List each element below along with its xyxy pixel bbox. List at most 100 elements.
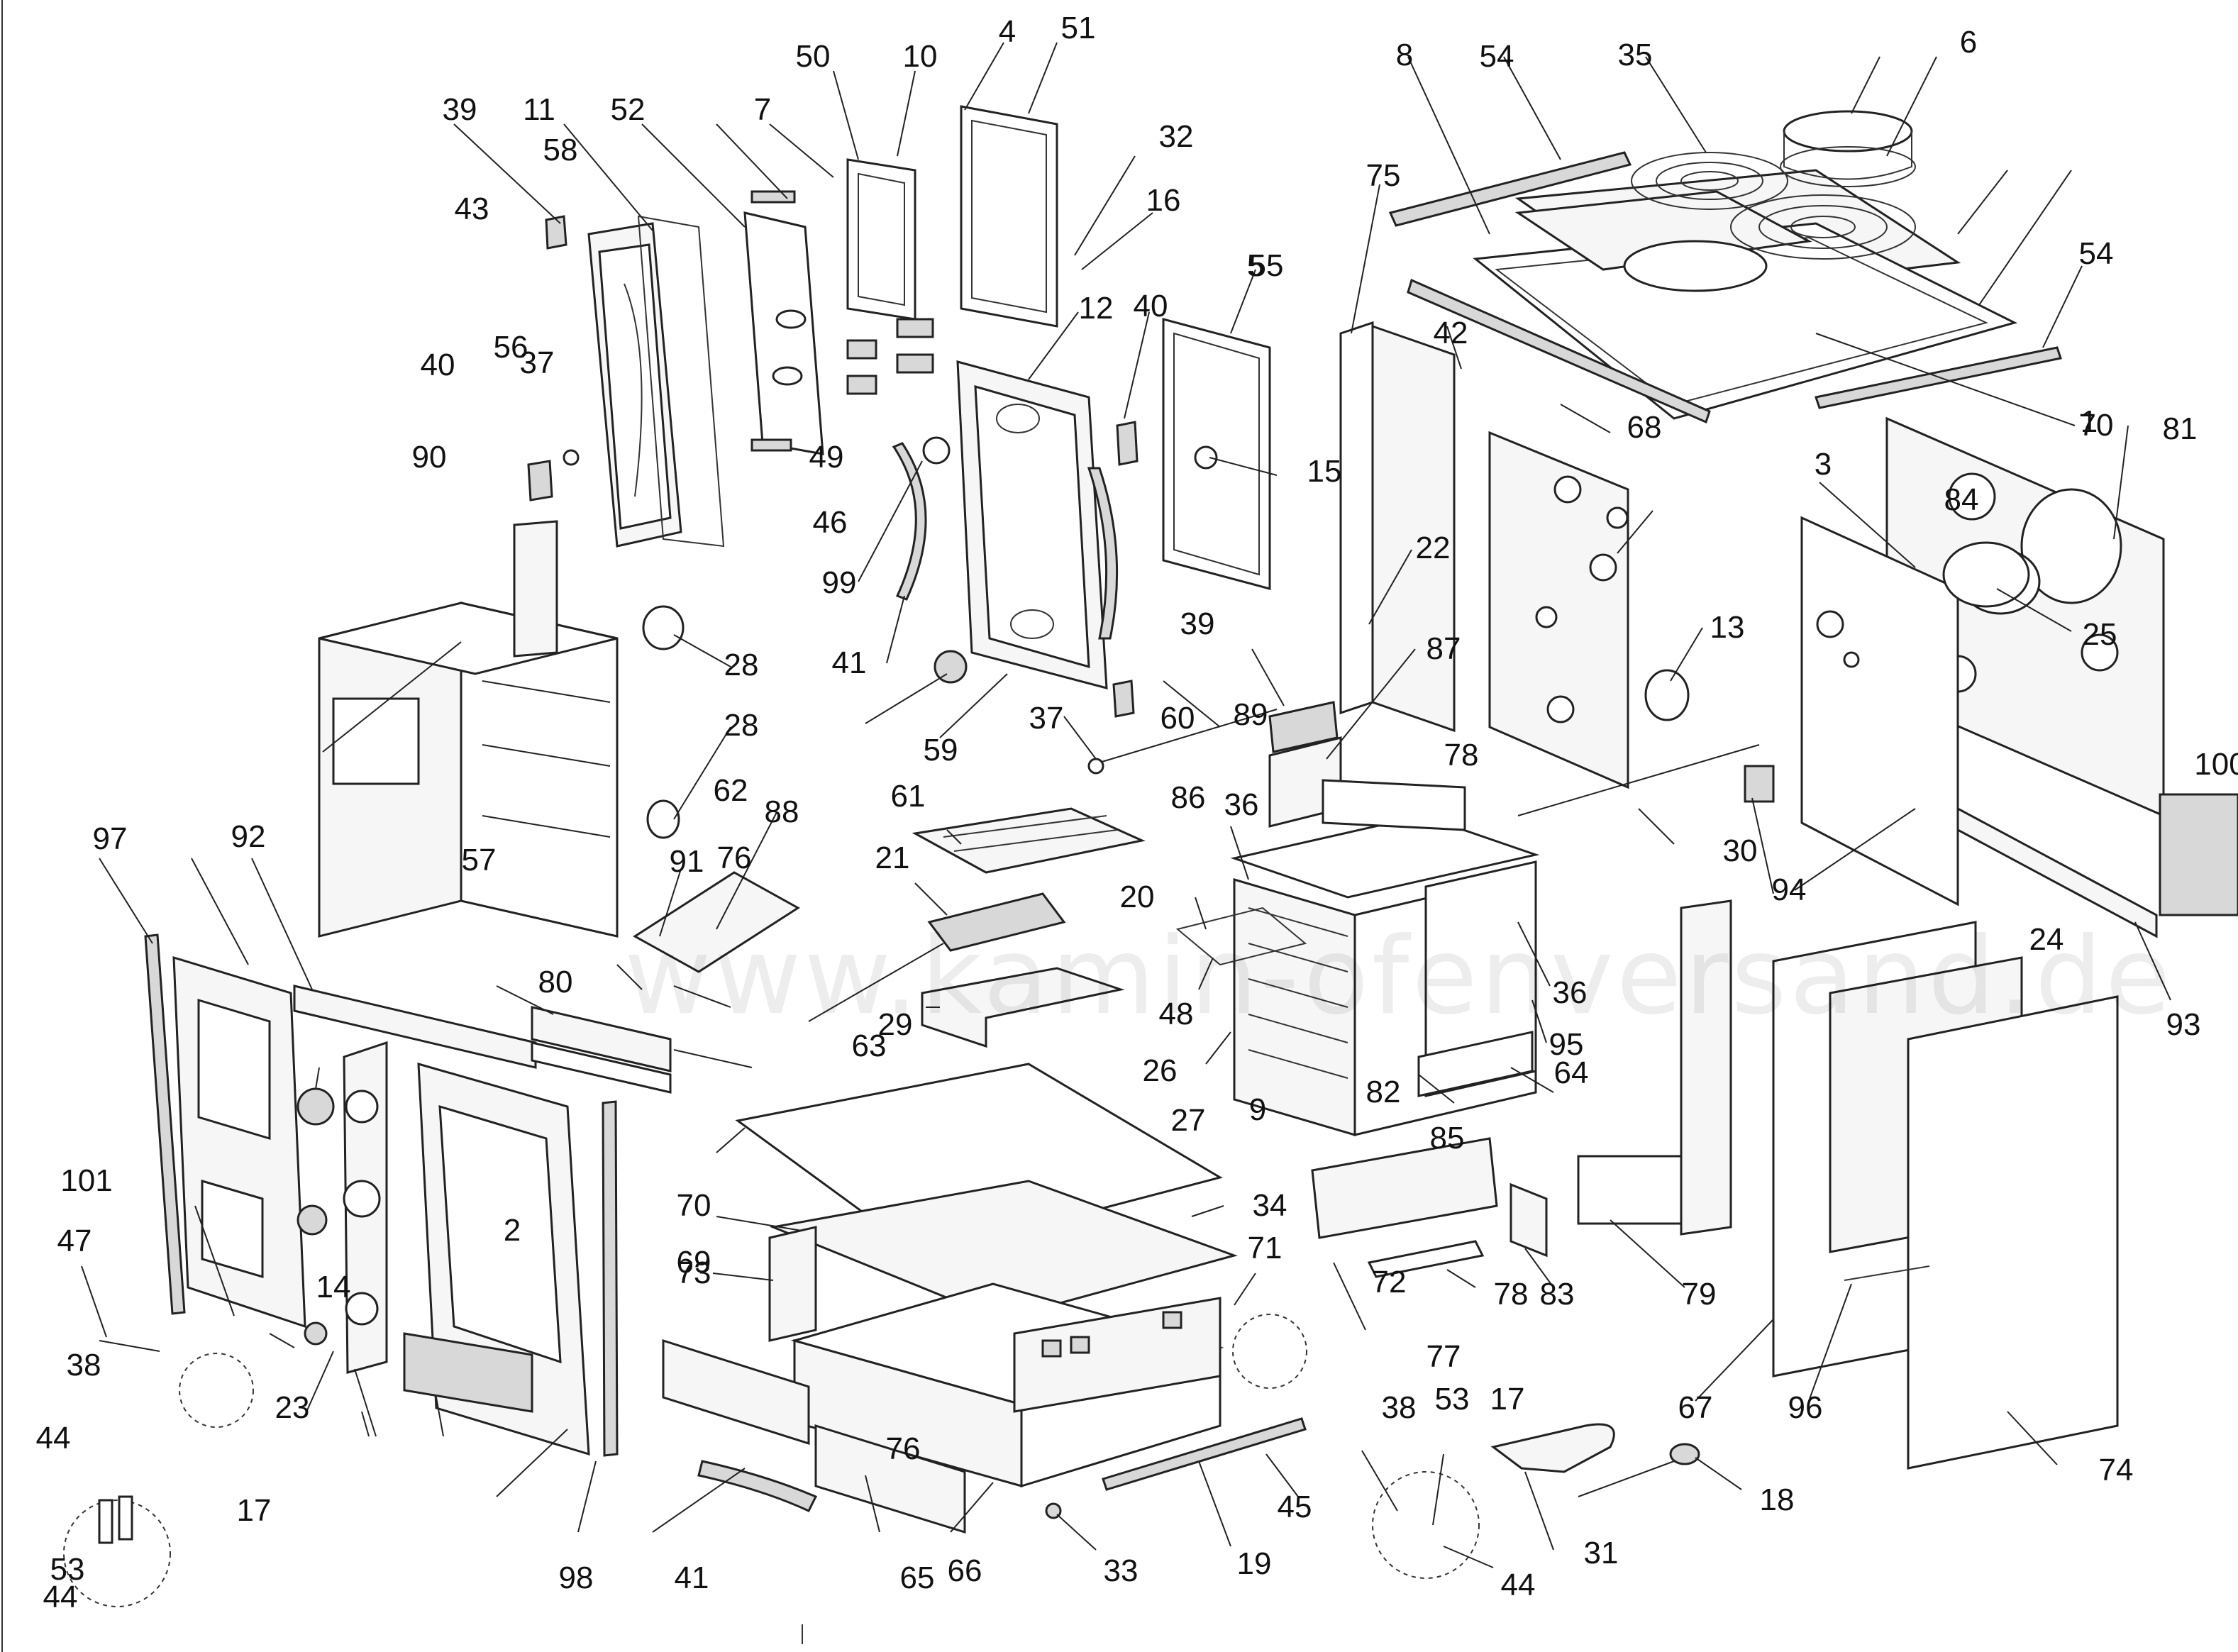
bottom-tick xyxy=(802,1624,803,1644)
part-label: 24 xyxy=(2029,922,2064,957)
part-label: 89 xyxy=(1233,697,1268,732)
knob-40a xyxy=(527,460,553,501)
front-rail-91 xyxy=(531,1041,672,1094)
boiler-group xyxy=(318,520,685,938)
part-label: 73 xyxy=(676,1255,711,1290)
front-frame-group xyxy=(99,933,619,1457)
rod-95 xyxy=(1099,709,1278,763)
plate-99 xyxy=(1956,806,2158,938)
part-label: 9 xyxy=(1248,1092,1267,1127)
back-panels-group xyxy=(1339,321,2238,938)
oven-top-36 xyxy=(1230,814,1540,899)
part-label: 99 xyxy=(821,565,857,600)
part-label: 26 xyxy=(1142,1053,1178,1088)
oven-door-group xyxy=(892,318,1278,775)
part-label: 42 xyxy=(1433,316,1468,350)
flue-ring-6 xyxy=(1780,146,1916,187)
part-label: 31 xyxy=(1583,1536,1619,1570)
grate-group xyxy=(808,807,1146,1048)
deflector-94 xyxy=(633,871,800,973)
part-label: 87 xyxy=(1426,631,1461,666)
part-label: 44 xyxy=(35,1421,71,1456)
knob-39a xyxy=(545,215,567,250)
part-label: 33 xyxy=(1103,1553,1139,1588)
thermostat-18 xyxy=(1669,1443,1700,1465)
trivet-31 xyxy=(1490,1423,1615,1473)
part-label: 65 xyxy=(899,1560,935,1595)
side-panel-78 xyxy=(1907,995,2119,1470)
part-label: 82 xyxy=(1365,1075,1401,1109)
part-label: 17 xyxy=(236,1493,272,1528)
part-label: 101 xyxy=(60,1163,113,1198)
part-label: 78 xyxy=(1493,1277,1529,1312)
part-label: 83 xyxy=(1539,1277,1575,1312)
side-strip-102a xyxy=(144,933,186,1315)
handle-61 xyxy=(1087,467,1119,640)
part-label: 70 xyxy=(676,1188,711,1223)
part-label: 16 xyxy=(1146,183,1181,218)
part-label: 84 xyxy=(1944,482,1979,517)
rail-54-top xyxy=(1388,151,1632,227)
hinge-detail-right xyxy=(1232,1314,1307,1389)
right-lower-group xyxy=(1311,899,2119,1470)
part-label: 86 xyxy=(1170,780,1206,815)
part-label: 44 xyxy=(43,1580,78,1614)
part-label: 5 xyxy=(1246,248,1265,283)
part-label: 70 xyxy=(2078,408,2114,443)
part-label: 40 xyxy=(1133,289,1168,323)
part-label: 35 xyxy=(1617,38,1653,72)
column-82 xyxy=(1680,899,1732,1236)
knob-14 xyxy=(297,1204,328,1236)
plate-71 xyxy=(1417,1031,1534,1097)
part-label: 53 xyxy=(50,1552,85,1587)
rail-19 xyxy=(1102,1417,1307,1491)
part-label: 53 xyxy=(1434,1382,1470,1417)
lever-rod xyxy=(808,943,944,1022)
part-label: 72 xyxy=(1371,1265,1407,1299)
fire-door-group xyxy=(527,190,824,548)
hatch-13 xyxy=(1644,669,1690,721)
bracket-87 xyxy=(1509,1182,1548,1258)
part-label: 94 xyxy=(1771,872,1807,907)
handle-41b xyxy=(697,1460,818,1512)
thermometer-103 xyxy=(922,436,951,465)
back-panel-100 xyxy=(1800,516,1959,907)
leader-lines xyxy=(81,42,2171,1568)
part-label: 75 xyxy=(1365,158,1401,193)
bracket-89 xyxy=(1367,1240,1485,1278)
part-label: 18 xyxy=(1759,1482,1795,1517)
part-label: 76 xyxy=(716,841,752,875)
part-label: 98 xyxy=(558,1560,594,1595)
part-label: 11 xyxy=(523,92,555,127)
part-label: 69 xyxy=(676,1245,711,1280)
part-label: 46 xyxy=(812,505,848,540)
cover-82b xyxy=(1577,1155,1683,1225)
part-label: 78 xyxy=(1444,738,1479,772)
ash-pan-29 xyxy=(921,967,1125,1048)
part-label: 60 xyxy=(1160,701,1195,736)
part-label: 39 xyxy=(442,92,477,127)
front-rail-98 xyxy=(293,985,537,1069)
part-label: 32 xyxy=(1158,119,1194,154)
part-label: 100 xyxy=(2194,747,2238,782)
grate-mech-21 xyxy=(927,892,1066,952)
rail-54-right xyxy=(1815,346,2062,409)
part-label: 93 xyxy=(2166,1007,2201,1042)
part-label: 36 xyxy=(1552,975,1588,1010)
part-label: 62 xyxy=(713,773,748,808)
part-label: 49 xyxy=(809,440,844,475)
part-label: 95 xyxy=(1549,1027,1584,1062)
rod-47 xyxy=(99,1340,160,1352)
part-label: 13 xyxy=(1710,610,1745,645)
part-label: 80 xyxy=(538,965,573,999)
part-label: 29 xyxy=(877,1007,913,1042)
side-76a xyxy=(768,1226,817,1342)
hinge-30 xyxy=(1744,765,1775,803)
rail-42 xyxy=(1407,278,1711,424)
part-label: 56 xyxy=(493,330,528,365)
front-plate-66 xyxy=(403,1332,533,1413)
part-label: 47 xyxy=(57,1224,92,1258)
part-label: 79 xyxy=(1681,1277,1717,1312)
part-label: 68 xyxy=(1627,410,1662,445)
part-label: 38 xyxy=(66,1348,101,1382)
